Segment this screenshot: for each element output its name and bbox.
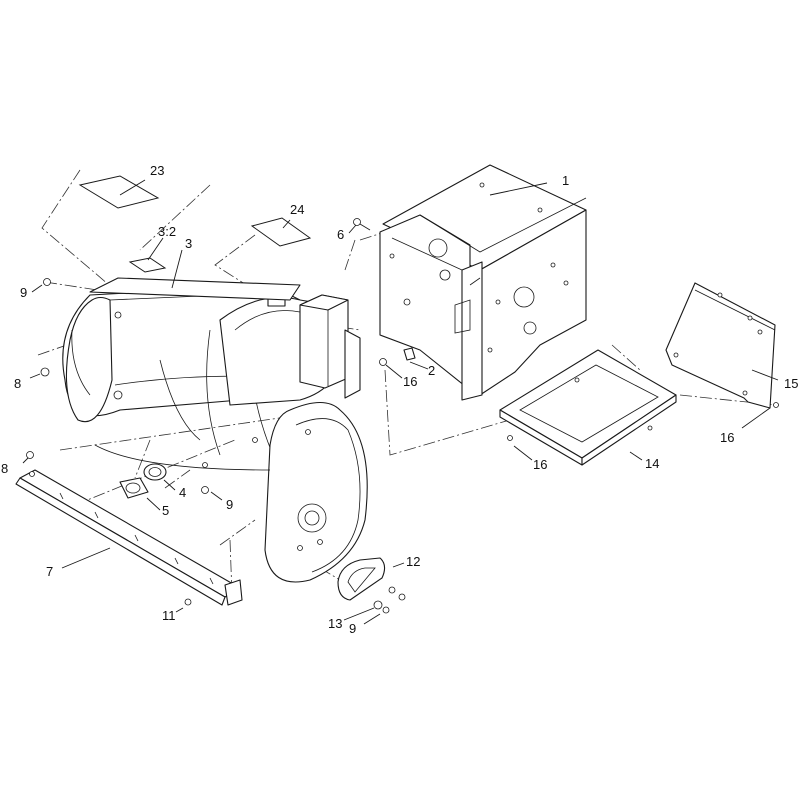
callout-2: 2 [428,363,435,378]
callout-12: 12 [406,554,420,569]
bolt-part-11 [184,598,192,606]
leader-lines [22,179,779,625]
plug-part-8-lower [26,451,34,459]
bolt-part-12-fasteners [388,586,406,601]
callout-labels: 23 24 3:2 3 9 1 6 2 16 8 15 16 8 4 9 5 1… [1,163,798,636]
callout-3-2: 3:2 [158,224,176,239]
auger-housing-part-3 [62,277,368,583]
bearing-part-4 [143,463,167,481]
tray-part-14 [499,349,677,466]
callout-16-cover: 16 [720,430,734,445]
callout-11: 11 [162,608,176,623]
callout-7: 7 [46,564,53,579]
decal-part-23 [78,175,160,209]
callout-8-lower: 8 [1,461,8,476]
screw-part-16-cover [773,402,779,408]
callout-9-lower: 9 [349,621,356,636]
callout-13: 13 [328,616,342,631]
bolt-part-16-frame [379,358,387,366]
skid-shoe-part-12 [337,557,386,601]
callout-16-frame: 16 [403,374,417,389]
callout-24: 24 [290,202,304,217]
bolt-part-6 [353,218,371,231]
callout-6: 6 [337,227,344,242]
plug-part-8-upper [40,367,50,377]
callout-9-center: 9 [226,497,233,512]
callout-15: 15 [784,376,798,391]
bearing-part-5 [119,477,149,499]
callout-9-left: 9 [20,285,27,300]
callout-14: 14 [645,456,659,471]
callout-16-tray: 16 [533,457,547,472]
washer-part-13 [373,600,383,610]
callout-1: 1 [562,173,569,188]
callout-4: 4 [179,485,186,500]
callout-23: 23 [150,163,164,178]
callout-5: 5 [162,503,169,518]
nut-part-9-lower [382,606,390,614]
callout-3: 3 [185,236,192,251]
fastener-part-9-left [43,278,51,286]
decal-part-24 [250,217,312,247]
fastener-part-9-center [201,486,209,494]
pin-part-2 [403,347,416,361]
callout-8-upper: 8 [14,376,21,391]
frame-part-1 [379,164,587,401]
scraper-bar-part-7 [15,469,243,606]
cover-plate-part-15 [665,282,776,409]
decal-part-3-2 [128,257,167,273]
